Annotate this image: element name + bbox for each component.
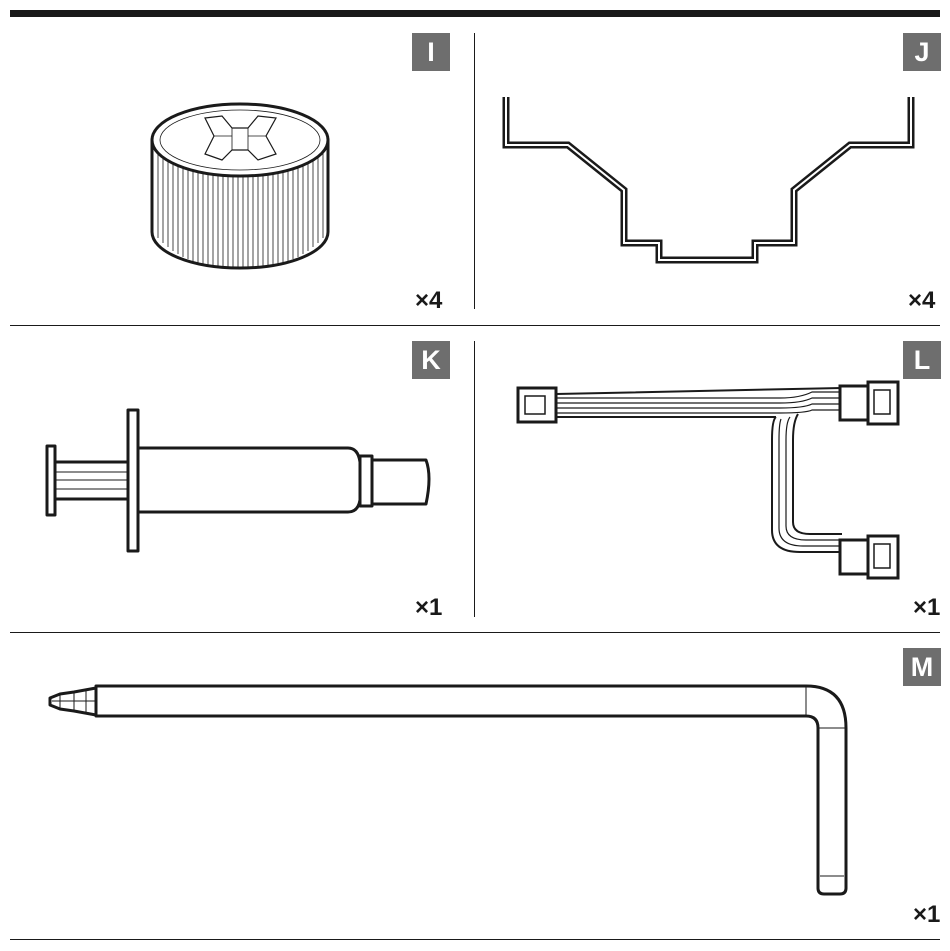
part-m-quantity: ×1: [913, 903, 940, 927]
